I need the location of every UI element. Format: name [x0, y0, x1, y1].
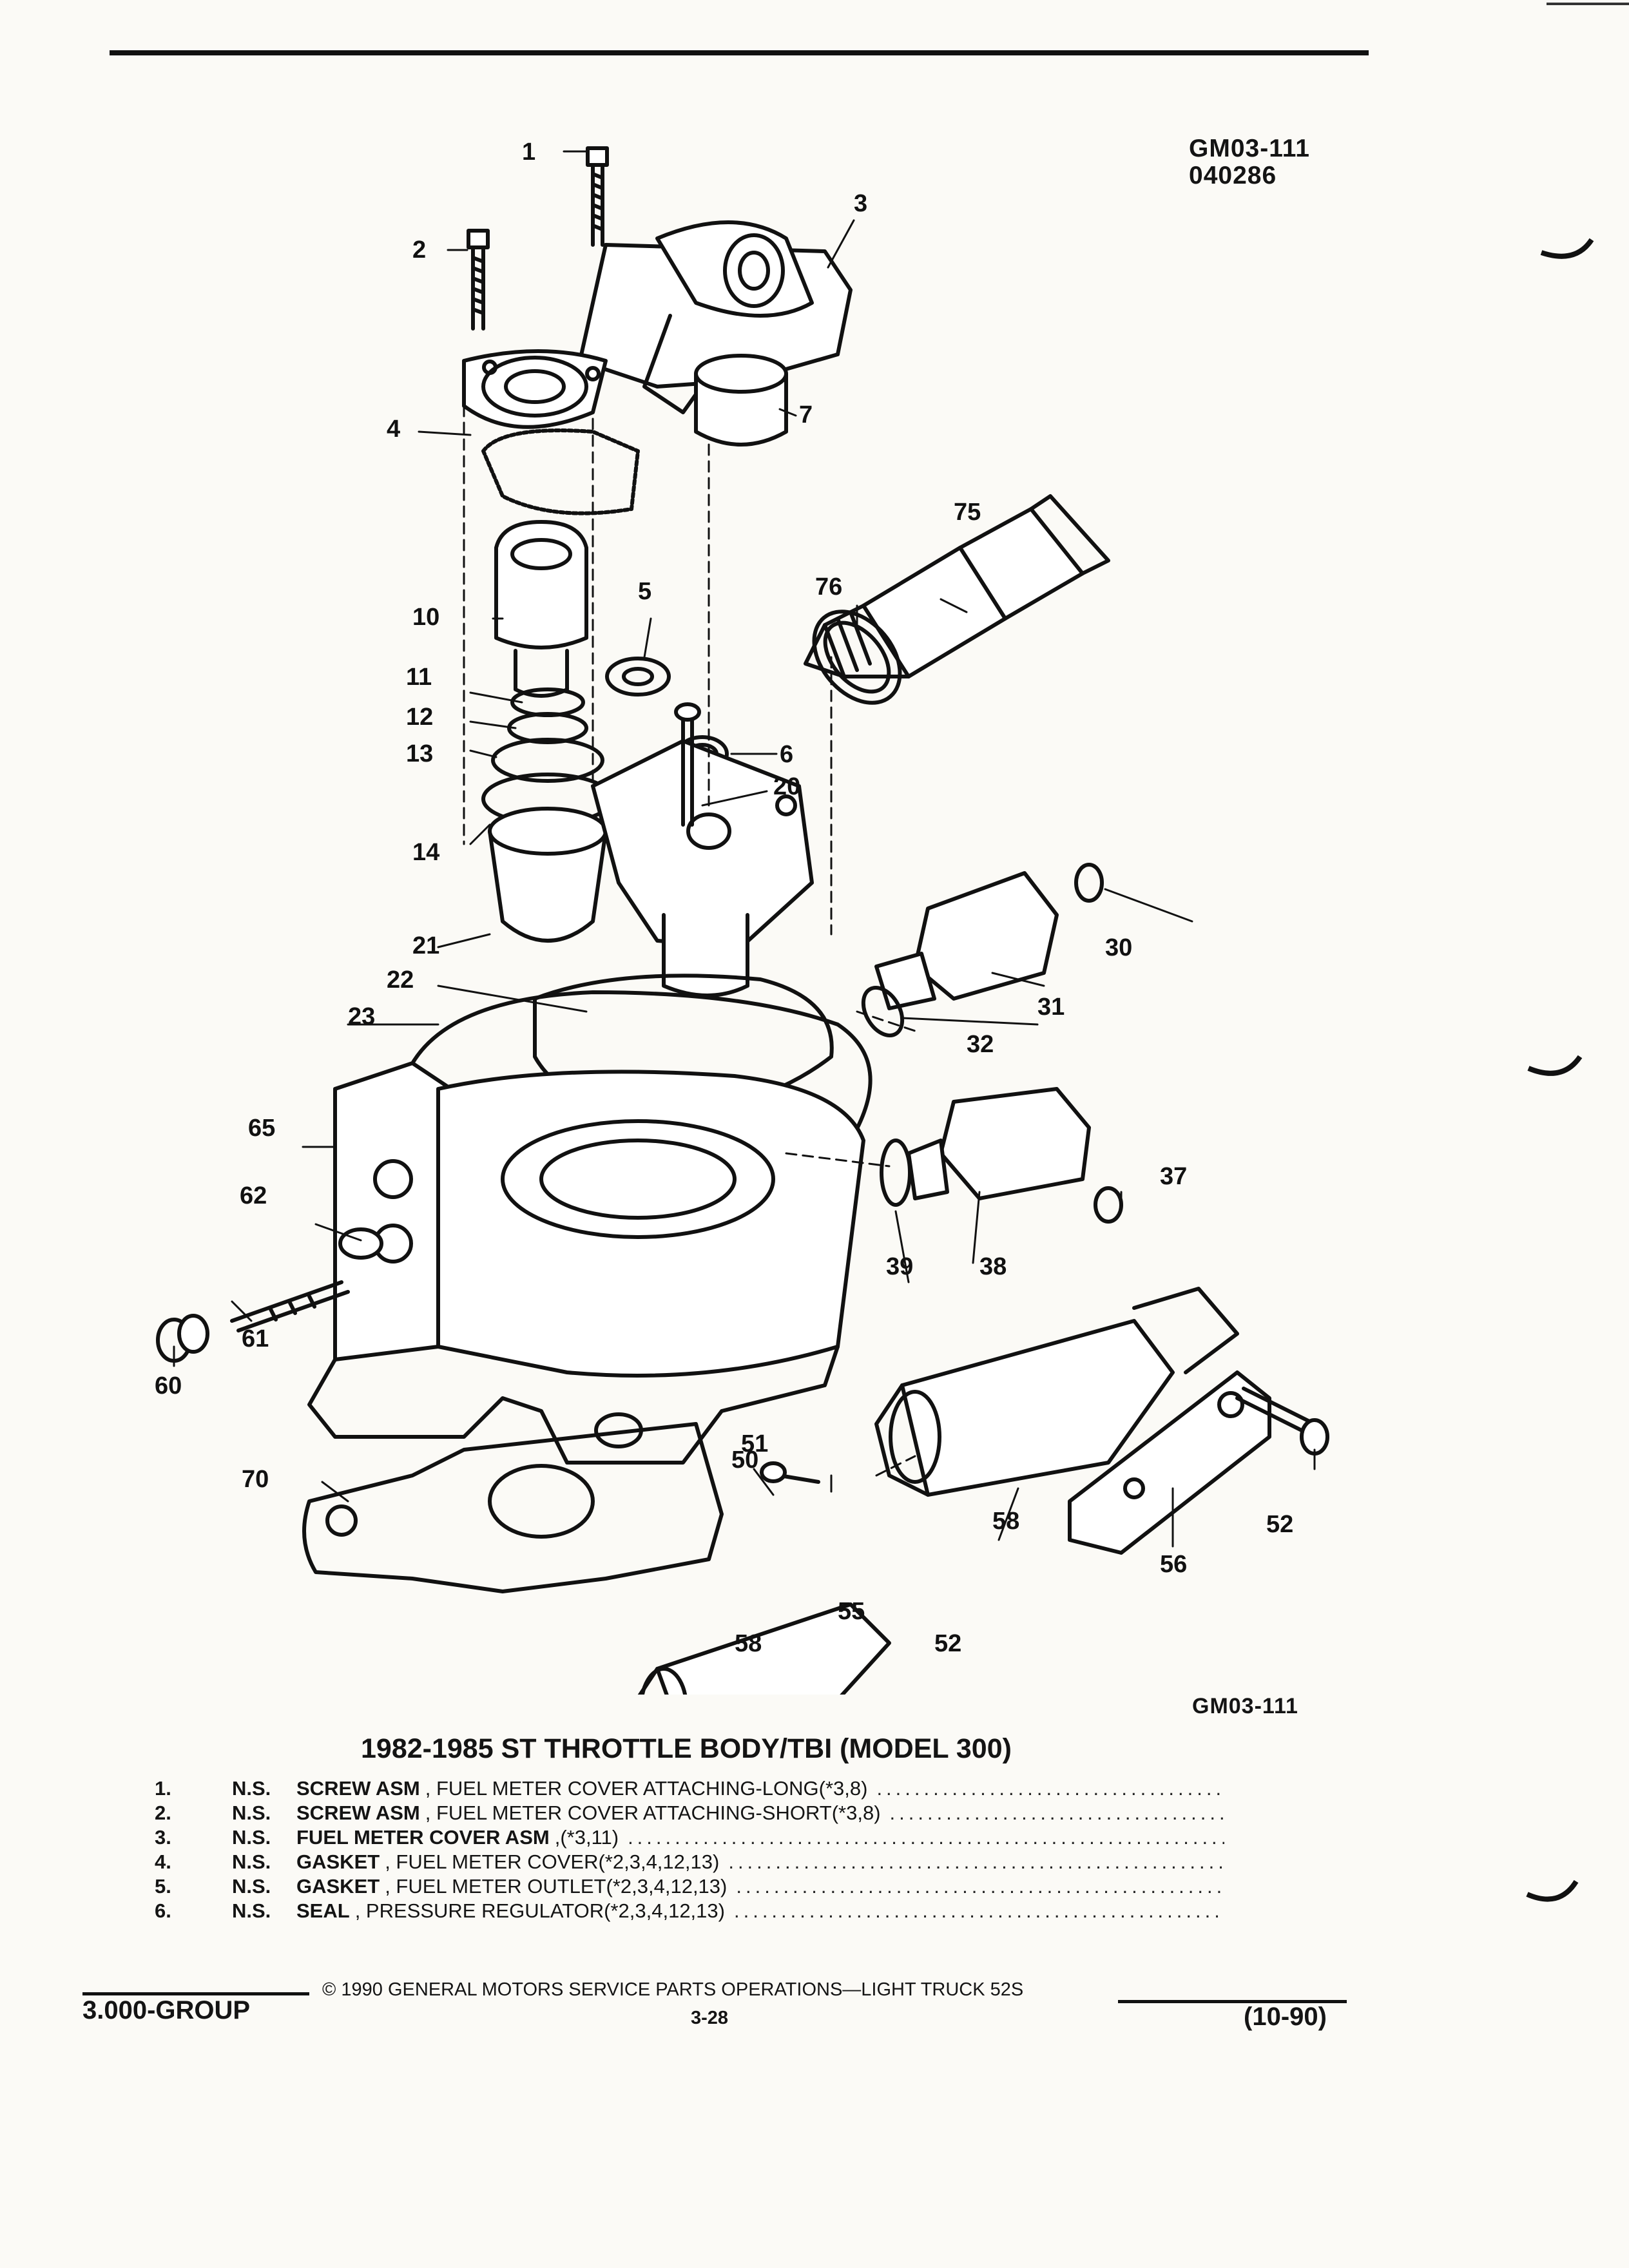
part-name: SCREW ASM [296, 1802, 420, 1824]
fuel-outlet-fitting [907, 1087, 1091, 1200]
throttle-body-main [307, 1061, 865, 1465]
callout-11: 11 [406, 664, 432, 691]
part-name: FUEL METER COVER ASM [296, 1826, 550, 1849]
callout-10: 10 [412, 604, 439, 631]
part-description: , FUEL METER COVER ATTACHING-LONG(*3,8) [425, 1777, 868, 1800]
callout-20: 20 [773, 773, 800, 800]
fuel-meter-cover-part [462, 220, 853, 429]
parts-list: 1. N.S. SCREW ASM , FUEL METER COVER ATT… [155, 1777, 1224, 1924]
callout-65: 65 [248, 1115, 275, 1142]
footer-revision-date: (10-90) [1244, 2003, 1327, 2031]
callout-37: 37 [1160, 1163, 1187, 1190]
callout-1: 1 [522, 139, 535, 166]
leader-dots: ........................................… [628, 1826, 1224, 1849]
leader-dots: ........................................… [876, 1777, 1224, 1800]
callout-30: 30 [1105, 934, 1132, 961]
callout-23: 23 [348, 1003, 375, 1030]
callout-12: 12 [406, 704, 433, 731]
part-name: GASKET [296, 1850, 380, 1873]
figure-code: GM03-111 040286 [1189, 135, 1310, 189]
callout-4: 4 [387, 416, 400, 443]
part-description: , FUEL METER OUTLET(*2,3,4,12,13) [385, 1875, 728, 1898]
callout-5: 5 [638, 578, 651, 605]
part-ns: N.S. [232, 1850, 271, 1873]
top-rule [110, 50, 1369, 55]
callout-56: 56 [1160, 1551, 1187, 1578]
screw-2 [467, 229, 490, 331]
part-number: 1. [155, 1777, 171, 1800]
callout-75: 75 [954, 499, 981, 526]
callout-7: 7 [799, 401, 813, 428]
callout-21: 21 [412, 932, 439, 959]
parts-list-row: 5. N.S. GASKET , FUEL METER OUTLET(*2,3,… [155, 1875, 1224, 1899]
figure-code-date: 040286 [1189, 162, 1277, 190]
exploded-view-diagram: 1 2 3 4 7 10 5 75 76 11 12 13 6 20 14 21… [155, 139, 1329, 1695]
part-number: 4. [155, 1850, 171, 1873]
callout-14: 14 [412, 839, 439, 866]
tps-sensor-upper [874, 1287, 1239, 1497]
part-description: , PRESSURE REGULATOR(*2,3,4,12,13) [354, 1899, 725, 1922]
callout-31: 31 [1037, 994, 1065, 1021]
screw-1 [586, 146, 609, 247]
leader-dots: ........................................… [889, 1802, 1224, 1824]
callout-76: 76 [815, 573, 842, 601]
callout-2: 2 [412, 236, 426, 264]
part-number: 6. [155, 1899, 171, 1922]
part-ns: N.S. [232, 1802, 271, 1824]
callout-70: 70 [242, 1466, 269, 1493]
part-number: 3. [155, 1826, 171, 1849]
part-number: 2. [155, 1802, 171, 1824]
callout-55: 55 [838, 1598, 865, 1625]
part-description: ,(*3,11) [554, 1826, 619, 1849]
iac-valve-part [804, 494, 1110, 678]
callout-52-upper: 52 [1266, 1511, 1293, 1538]
parts-list-row: 4. N.S. GASKET , FUEL METER COVER(*2,3,4… [155, 1850, 1224, 1875]
footer-copyright: © 1990 GENERAL MOTORS SERVICE PARTS OPER… [322, 1979, 1024, 2000]
callout-32: 32 [967, 1031, 994, 1058]
callout-50: 50 [731, 1446, 758, 1474]
callout-60: 60 [155, 1372, 182, 1399]
part-ns: N.S. [232, 1777, 271, 1800]
part-name: SCREW ASM [296, 1777, 420, 1800]
tps-sensor-lower [637, 1602, 891, 1695]
footer-group-label: 3.000-GROUP [82, 1996, 251, 2024]
callout-38: 38 [979, 1253, 1007, 1280]
parts-list-title: 1982-1985 ST THROTTLE BODY/TBI (MODEL 30… [361, 1733, 1012, 1764]
part-name: SEAL [296, 1899, 350, 1922]
callout-52-lower: 52 [934, 1630, 961, 1657]
callout-22: 22 [387, 966, 414, 994]
callout-62: 62 [240, 1182, 267, 1209]
callout-6: 6 [780, 741, 793, 768]
injector-part [494, 520, 588, 698]
leader-dots: ........................................… [736, 1875, 1224, 1898]
callout-58-upper: 58 [992, 1508, 1019, 1535]
callout-13: 13 [406, 740, 433, 767]
parts-list-row: 3. N.S. FUEL METER COVER ASM ,(*3,11) ..… [155, 1826, 1224, 1850]
part-ns: N.S. [232, 1826, 271, 1849]
footer-page-number: 3-28 [691, 2008, 729, 2028]
part-number: 5. [155, 1875, 171, 1898]
footer-rule-left [82, 1992, 309, 1995]
callout-58-lower: 58 [735, 1630, 762, 1657]
fuel-inlet-fitting [874, 871, 1059, 1010]
callout-51: 51 [741, 1430, 768, 1457]
figure-caption-code: GM03-111 [1192, 1694, 1298, 1718]
leader-dots: ........................................… [733, 1899, 1224, 1922]
leader-dots: ........................................… [728, 1850, 1224, 1873]
callout-39: 39 [886, 1253, 913, 1280]
callout-labels: 1 2 3 4 7 10 5 75 76 11 12 13 6 20 14 21… [155, 139, 1293, 1657]
part-name: GASKET [296, 1875, 380, 1898]
part-description: , FUEL METER COVER(*2,3,4,12,13) [385, 1850, 720, 1873]
callout-61: 61 [242, 1325, 269, 1352]
footer-rule-right [1118, 2000, 1347, 2003]
part-ns: N.S. [232, 1899, 271, 1922]
parts-list-row: 1. N.S. SCREW ASM , FUEL METER COVER ATT… [155, 1777, 1224, 1802]
parts-list-row: 6. N.S. SEAL , PRESSURE REGULATOR(*2,3,4… [155, 1899, 1224, 1924]
part-description: , FUEL METER COVER ATTACHING-SHORT(*3,8) [425, 1802, 881, 1824]
part-ns: N.S. [232, 1875, 271, 1898]
callout-3: 3 [854, 190, 867, 217]
parts-list-row: 2. N.S. SCREW ASM , FUEL METER COVER ATT… [155, 1802, 1224, 1826]
figure-code-id: GM03-111 [1189, 135, 1310, 162]
